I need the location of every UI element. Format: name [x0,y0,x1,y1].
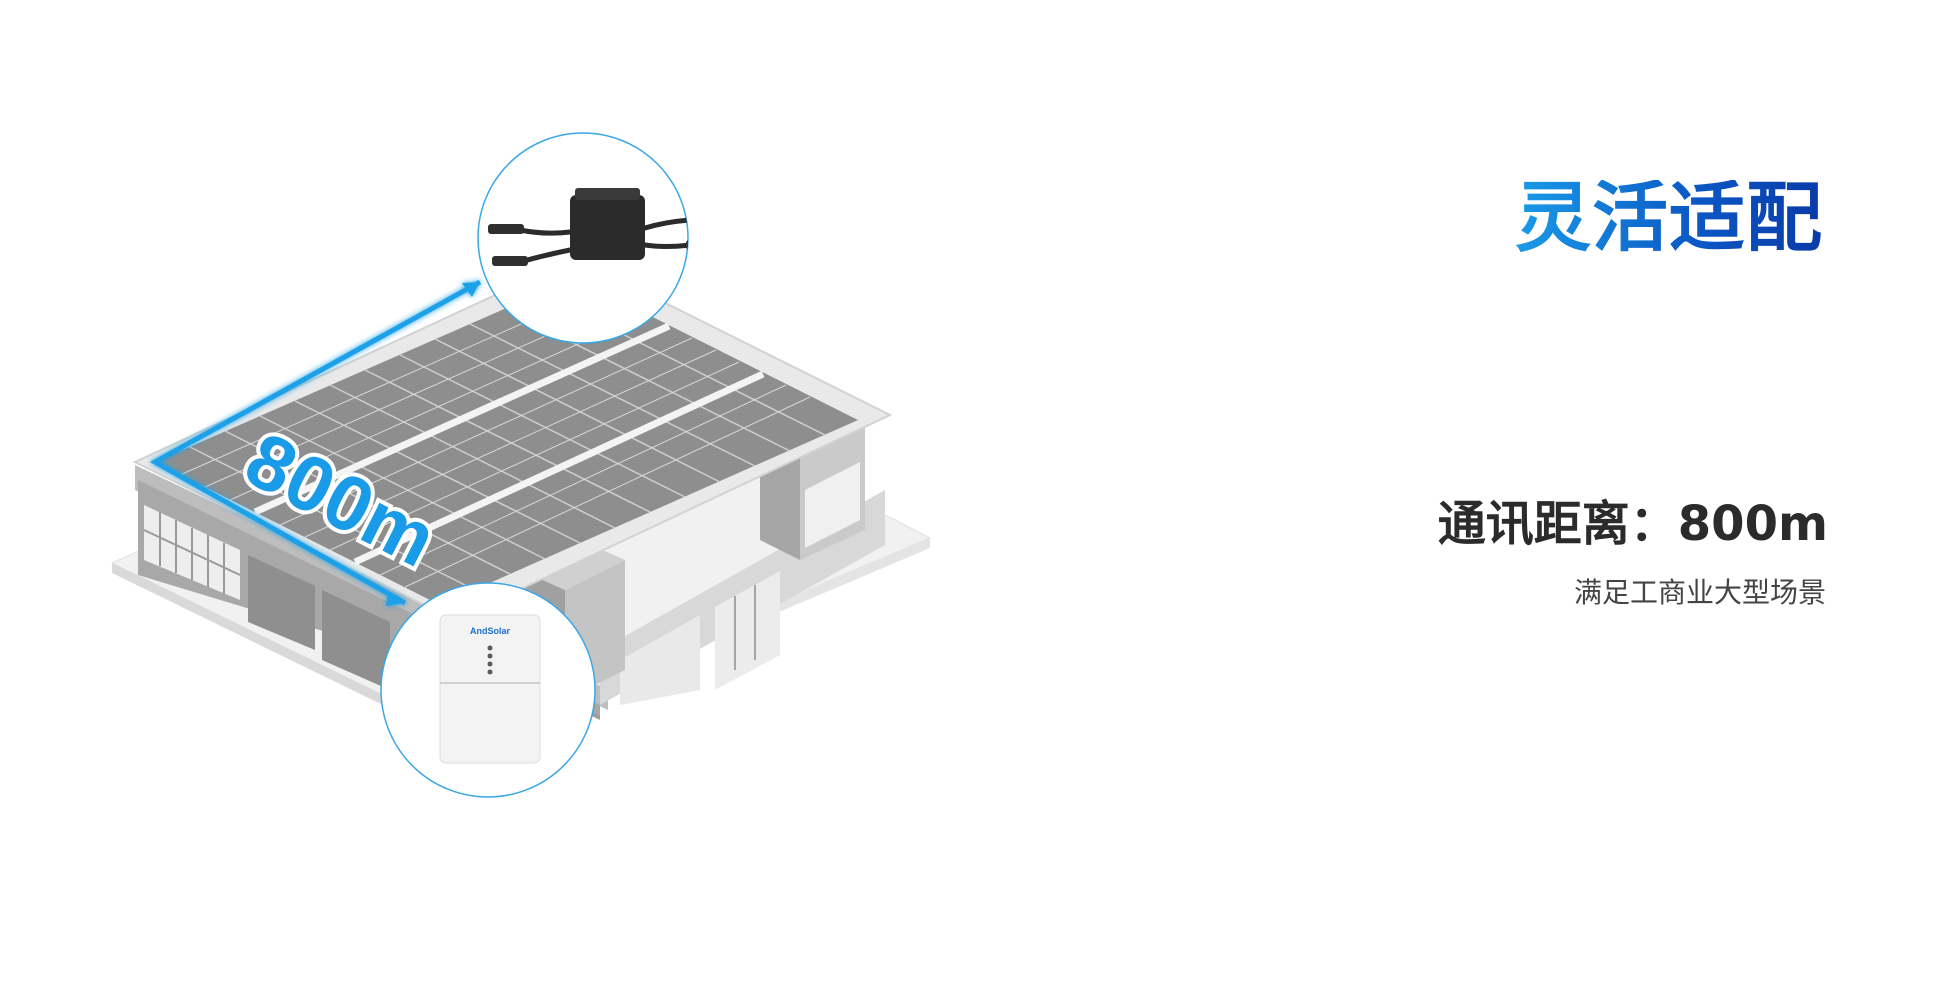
spec-subtitle: 满足工商业大型场景 [1573,576,1826,609]
spec-title: 通讯距离：800m [1437,496,1828,552]
headline: 灵活适配 [1515,173,1823,262]
distance-arrow [149,279,482,606]
microinverter-callout [477,132,689,344]
gateway-brand-logo: AndSolar [470,626,511,636]
microinverter-image [488,188,688,266]
gateway-image: AndSolar [439,614,541,764]
gateway-callout: AndSolar [380,582,596,798]
